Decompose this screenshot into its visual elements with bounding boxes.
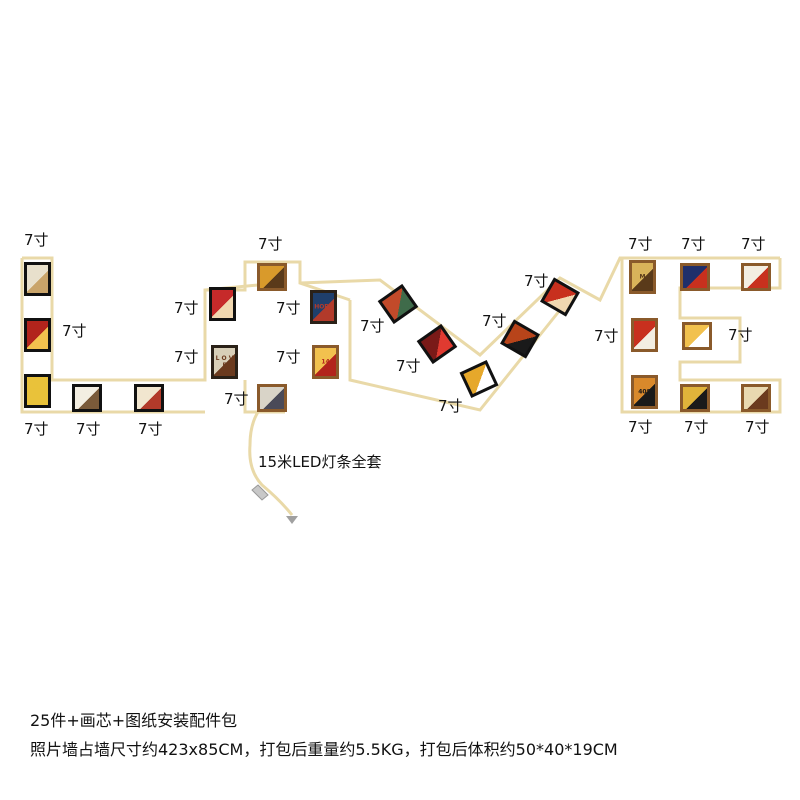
- frame-size-label: 7寸: [24, 420, 49, 438]
- frame-size-label: 7寸: [684, 418, 709, 436]
- frame-artwork: HOPE: [313, 293, 334, 321]
- frame-size-label: 7寸: [138, 420, 163, 438]
- frame-artwork: [744, 266, 768, 288]
- frame-size-label: 7寸: [594, 327, 619, 345]
- frame-artwork-text: SU PER: [30, 384, 45, 398]
- frame-size-label: 7寸: [24, 231, 49, 249]
- frame-artwork: [685, 325, 709, 347]
- frame-artwork: 408: [634, 378, 655, 406]
- package-contents-line: 25件+画芯+图纸安装配件包: [30, 711, 238, 730]
- frame-size-label: 7寸: [360, 317, 385, 335]
- frame-beer: [24, 318, 51, 352]
- frame-size-label: 7寸: [76, 420, 101, 438]
- frame-artwork-text: 408: [638, 388, 651, 396]
- frame-size-label: 7寸: [728, 326, 753, 344]
- frame-love-letters: L O V E: [211, 345, 238, 379]
- frame-size-label: 7寸: [62, 322, 87, 340]
- frame-coffee-pot: [24, 262, 51, 296]
- frame-vintage-phone: [257, 263, 287, 291]
- frame-red-circle: [631, 318, 658, 352]
- frame-artwork: [212, 290, 233, 318]
- frame-size-label: 7寸: [438, 397, 463, 415]
- frame-artwork: [683, 387, 707, 409]
- frame-artwork-text: M: [639, 273, 646, 281]
- frame-super: SU PER: [24, 374, 51, 408]
- frame-motorcycle: [257, 384, 287, 412]
- frame-horse: [741, 384, 771, 412]
- frame-artwork: [260, 387, 284, 409]
- frame-size-label: 7寸: [628, 235, 653, 253]
- frame-size-label: 7寸: [258, 235, 283, 253]
- frame-size-label: 7寸: [524, 272, 549, 290]
- led-power-cord: [248, 411, 294, 516]
- dimensions-weight-line: 照片墙占墙尺寸约423x85CM，打包后重量约5.5KG，打包后体积约50*40…: [30, 740, 618, 759]
- frame-artwork: M: [632, 263, 653, 291]
- frame-union-jack: [680, 263, 710, 291]
- frame-artwork: [634, 321, 655, 349]
- frame-size-label: 7寸: [628, 418, 653, 436]
- frame-size-label: 7寸: [396, 357, 421, 375]
- frame-size-label: 7寸: [276, 299, 301, 317]
- frame-red-bus: [741, 263, 771, 291]
- frame-size-label: 7寸: [174, 299, 199, 317]
- frame-artwork: [744, 387, 768, 409]
- frame-size-label: 7寸: [174, 348, 199, 366]
- frame-calendar-14: 14: [312, 345, 339, 379]
- frame-number-408: 408: [631, 375, 658, 409]
- frame-yellow-label: [682, 322, 712, 350]
- frame-artwork: SU PER: [27, 377, 48, 405]
- frame-yellow-black: [680, 384, 710, 412]
- frame-size-label: 7寸: [224, 390, 249, 408]
- frame-letter-m: M: [629, 260, 656, 294]
- frame-size-label: 7寸: [741, 235, 766, 253]
- frame-artwork: [260, 266, 284, 288]
- led-strip-o: [205, 260, 351, 414]
- frame-size-label: 7寸: [681, 235, 706, 253]
- led-kit-label: 15米LED灯条全套: [258, 453, 382, 471]
- frame-car-sketch: [72, 384, 102, 412]
- frame-artwork: 14: [315, 348, 336, 376]
- frame-artwork: [683, 266, 707, 288]
- frame-artwork: [27, 265, 48, 293]
- frame-artwork: L O V E: [214, 348, 235, 376]
- frame-hope-poster: HOPE: [310, 290, 337, 324]
- frame-artwork-text: 14: [321, 358, 330, 366]
- led-cord-end: [286, 516, 298, 524]
- frame-artwork: [137, 387, 161, 409]
- frame-red-pattern: [209, 287, 236, 321]
- frame-artwork-text: L O V E: [215, 355, 234, 369]
- frame-size-label: 7寸: [276, 348, 301, 366]
- frame-artwork-text: HOPE: [314, 303, 333, 311]
- frame-size-label: 7寸: [482, 312, 507, 330]
- frame-size-label: 7寸: [745, 418, 770, 436]
- frame-artwork: [27, 321, 48, 349]
- led-cord-plug: [251, 484, 269, 501]
- frame-figures: [134, 384, 164, 412]
- frame-artwork: [75, 387, 99, 409]
